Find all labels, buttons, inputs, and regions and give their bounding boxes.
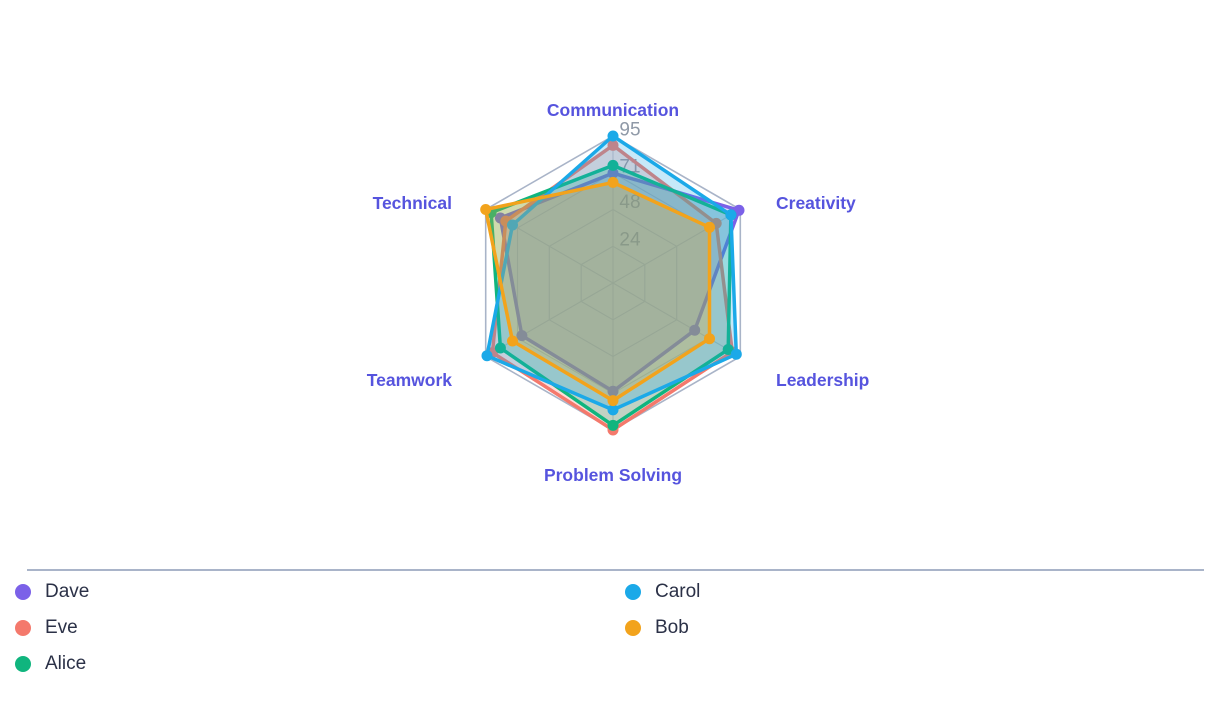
legend-item-dave[interactable]: Dave: [15, 581, 89, 603]
series-point-dave[interactable]: [733, 204, 745, 216]
legend-marker-alice: [15, 656, 31, 672]
series-point-carol[interactable]: [607, 404, 619, 416]
axis-label-technical: Technical: [372, 193, 452, 213]
legend-marker-carol: [625, 584, 641, 600]
series-point-bob[interactable]: [607, 176, 619, 188]
radar-grid-spoke: [485, 282, 614, 357]
radial-tick-label: 95: [619, 120, 640, 141]
series-point-dave[interactable]: [607, 167, 619, 179]
series-point-bob[interactable]: [704, 221, 715, 233]
axis-label-creativity: Creativity: [776, 193, 856, 213]
legend-item-alice[interactable]: Alice: [15, 653, 89, 675]
legend-column-right: Carol Bob: [625, 581, 700, 653]
legend-label-eve: Eve: [45, 617, 78, 638]
legend-label-carol: Carol: [655, 581, 701, 602]
legend-label-bob: Bob: [655, 617, 689, 638]
legend-column-left: Dave Eve Alice: [15, 581, 89, 689]
series-point-alice[interactable]: [607, 419, 619, 431]
axis-label-communication: Communication: [546, 100, 680, 120]
series-point-dave[interactable]: [607, 385, 619, 397]
series-point-dave[interactable]: [516, 330, 528, 342]
radial-tick-label: 24: [619, 229, 641, 250]
axis-label-leadership: Leadership: [776, 370, 870, 390]
series-point-dave[interactable]: [689, 324, 701, 336]
series-point-eve[interactable]: [607, 139, 619, 151]
series-point-carol[interactable]: [607, 130, 619, 142]
legend-item-bob[interactable]: Bob: [625, 617, 700, 639]
series-point-carol[interactable]: [507, 219, 518, 231]
legend-label-alice: Alice: [45, 653, 87, 674]
series-point-bob[interactable]: [480, 204, 492, 215]
series-point-alice[interactable]: [494, 342, 506, 354]
radar-grid-spoke: [612, 282, 741, 357]
series-point-bob[interactable]: [704, 333, 715, 345]
radial-tick-label: 48: [619, 192, 640, 213]
legend-label-dave: Dave: [45, 581, 90, 602]
legend-marker-eve: [15, 620, 31, 636]
legend-divider-line: [27, 569, 1204, 571]
axis-label-problem-solving: Problem Solving: [543, 465, 683, 485]
legend-marker-dave: [15, 584, 31, 600]
series-point-carol[interactable]: [730, 348, 742, 360]
series-point-alice[interactable]: [607, 159, 619, 171]
series-point-alice[interactable]: [722, 344, 734, 355]
axis-label-teamwork: Teamwork: [366, 370, 452, 390]
series-point-carol[interactable]: [725, 209, 737, 221]
series-point-bob[interactable]: [507, 335, 518, 347]
series-point-carol[interactable]: [481, 350, 493, 362]
legend-item-carol[interactable]: Carol: [625, 581, 700, 603]
legend-marker-bob: [625, 620, 641, 636]
series-point-bob[interactable]: [607, 395, 619, 407]
legend-item-eve[interactable]: Eve: [15, 617, 89, 639]
